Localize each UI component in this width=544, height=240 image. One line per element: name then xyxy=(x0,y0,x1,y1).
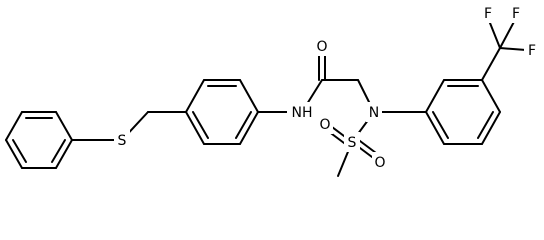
fluorine-top-right-label: F xyxy=(512,6,520,22)
fluorine-top-left-label: F xyxy=(484,6,492,22)
phenyl-ring-left xyxy=(5,111,73,169)
fluorine-right-label: F xyxy=(528,43,536,59)
structure-canvas: S NH O N S O O F F F xyxy=(5,3,540,177)
sulfur-thioether-label: S xyxy=(118,133,127,149)
sulfonamide-nitrogen-label: N xyxy=(369,105,379,121)
carbonyl-oxygen-label: O xyxy=(316,39,327,55)
sulfonyl-oxygen-right-label: O xyxy=(374,155,385,171)
sulfonyl-sulfur-label: S xyxy=(348,135,357,151)
phenyl-ring-right xyxy=(373,79,501,145)
atom-labels: S NH O N S O O F F F xyxy=(114,3,540,172)
sulfonyl-oxygen-left-label: O xyxy=(319,117,330,133)
chemical-structure: S NH O N S O O F F F xyxy=(5,3,540,177)
amide-nitrogen-label: NH xyxy=(292,105,313,121)
trifluoromethyl-group xyxy=(481,17,527,81)
para-phenylene-ring xyxy=(185,79,259,145)
